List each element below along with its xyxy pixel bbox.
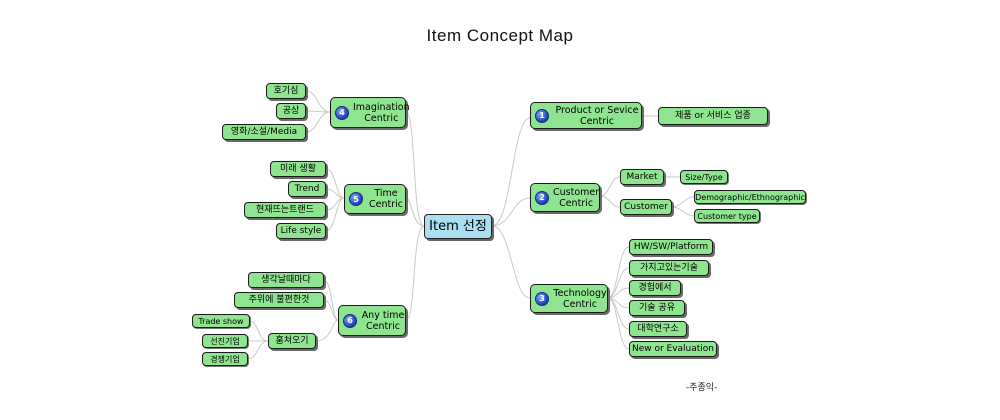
time-child-trend: Trend (288, 181, 326, 197)
node-label: 현재뜨는트랜드 (256, 204, 314, 215)
branch-label: Product or Sevice Centric (555, 104, 639, 127)
anytime-child-whenever: 생각날때마다 (248, 272, 324, 288)
node-label: Customer type (697, 211, 757, 221)
branch-label: Technology Centric (553, 287, 607, 310)
node-label: 경쟁기업 (210, 354, 240, 364)
branch-label: Any time Centric (361, 309, 405, 332)
node-label: 가지고있는기술 (640, 262, 698, 273)
author-credit: -주종익- (686, 383, 718, 393)
node-label: 주위에 불편한것 (248, 294, 310, 305)
branch-imagination-centric: 4 Imagination Centric (330, 97, 410, 128)
node-label: 미래 생활 (280, 163, 316, 174)
node-label: Demographic/Ethnographic (695, 192, 805, 202)
node-label: 대학연구소 (637, 323, 679, 334)
steal-sub-trade-show: Trade show (192, 314, 250, 328)
node-label: 제품 or 서비스 업종 (675, 110, 751, 121)
branch-label: Customer Centric (553, 186, 600, 209)
customer-sub-demographic: Demographic/Ethnographic (694, 190, 806, 204)
number-5-icon: 5 (349, 192, 363, 206)
center-node: Item 선정 (424, 214, 492, 239)
time-child-current-trend: 현재뜨는트랜드 (244, 202, 326, 218)
market-sub-size-type: Size/Type (680, 170, 728, 184)
steal-sub-competitors: 경쟁기업 (202, 352, 248, 366)
node-label: 생각날때마다 (261, 274, 311, 285)
center-label: Item 선정 (429, 219, 487, 234)
branch-label: Time Centric (369, 188, 403, 210)
tech-child-owned: 가지고있는기술 (629, 260, 709, 276)
anytime-child-steal: 훔쳐오기 (268, 333, 316, 349)
node-label: 호기심 (273, 85, 299, 96)
branch-time-centric: 5 Time Centric (344, 184, 406, 214)
customer-child-customer: Customer (620, 199, 672, 215)
product-child-industry: 제품 or 서비스 업종 (658, 107, 768, 125)
imagination-child-curiosity: 호기심 (266, 83, 306, 99)
branch-product-centric: 1 Product or Sevice Centric (530, 102, 642, 129)
number-1-icon: 1 (535, 108, 549, 123)
number-4-icon: 4 (335, 105, 349, 120)
node-label: HW/SW/Platform (633, 241, 709, 252)
node-label: Market (626, 171, 658, 182)
imagination-child-fantasy: 공상 (276, 103, 306, 119)
branch-technology-centric: 3 Technology Centric (530, 284, 608, 313)
number-6-icon: 6 (343, 313, 357, 328)
node-label: 기술 공유 (639, 302, 675, 313)
branch-customer-centric: 2 Customer Centric (530, 183, 600, 212)
diagram-title: Item Concept Map (426, 26, 574, 45)
branch-anytime-centric: 6 Any time Centric (338, 305, 406, 336)
steal-sub-advanced-companies: 선진기업 (202, 334, 248, 348)
imagination-child-media: 영화/소설/Media (222, 124, 306, 140)
tech-child-university-lab: 대학연구소 (629, 321, 687, 337)
number-3-icon: 3 (535, 291, 549, 306)
node-label: Trend (294, 183, 320, 194)
number-2-icon: 2 (535, 190, 549, 205)
node-label: 선진기업 (210, 336, 240, 346)
customer-sub-type: Customer type (694, 209, 760, 223)
node-label: 영화/소설/Media (230, 126, 298, 137)
branch-label: Imagination Centric (353, 101, 410, 124)
node-label: Customer (624, 201, 668, 212)
tech-child-new-evaluation: New or Evaluation (629, 341, 717, 357)
node-label: Life style (280, 225, 322, 236)
tech-child-hw-sw: HW/SW/Platform (629, 239, 713, 255)
time-child-lifestyle: Life style (276, 223, 326, 239)
customer-child-market: Market (620, 169, 664, 185)
time-child-future-life: 미래 생활 (270, 161, 326, 177)
node-label: 훔쳐오기 (275, 335, 309, 346)
node-label: 공상 (282, 105, 300, 116)
node-label: Trade show (198, 316, 244, 326)
tech-child-sharing: 기술 공유 (629, 300, 685, 316)
tech-child-experience: 경험에서 (629, 280, 681, 296)
node-label: New or Evaluation (631, 343, 715, 354)
anytime-child-inconvenience: 주위에 불편한것 (234, 292, 324, 308)
node-label: 경험에서 (638, 282, 672, 293)
node-label: Size/Type (685, 172, 723, 182)
